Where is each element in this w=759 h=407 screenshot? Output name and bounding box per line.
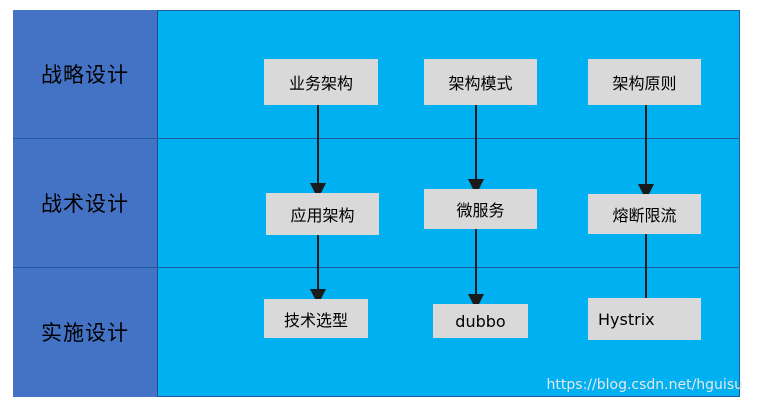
node-architecture-principle: 架构原则 <box>588 59 701 105</box>
watermark-url: https://blog.csdn.net/hguisu <box>546 377 743 393</box>
node-business-architecture: 业务架构 <box>264 59 378 105</box>
node-hystrix: Hystrix <box>588 298 701 340</box>
row-divider-2 <box>13 267 740 268</box>
row-label-tactical: 战术设计 <box>13 138 158 267</box>
node-microservices: 微服务 <box>424 189 537 229</box>
node-dubbo: dubbo <box>433 304 528 338</box>
node-circuit-breaker-rate-limit: 熔断限流 <box>588 194 701 234</box>
node-architecture-pattern: 架构模式 <box>424 59 537 105</box>
node-application-architecture: 应用架构 <box>266 193 379 235</box>
row-divider-1 <box>13 138 740 139</box>
node-tech-selection: 技术选型 <box>264 299 368 338</box>
row-label-strategic: 战略设计 <box>13 10 158 138</box>
row-label-implementation: 实施设计 <box>13 267 158 397</box>
